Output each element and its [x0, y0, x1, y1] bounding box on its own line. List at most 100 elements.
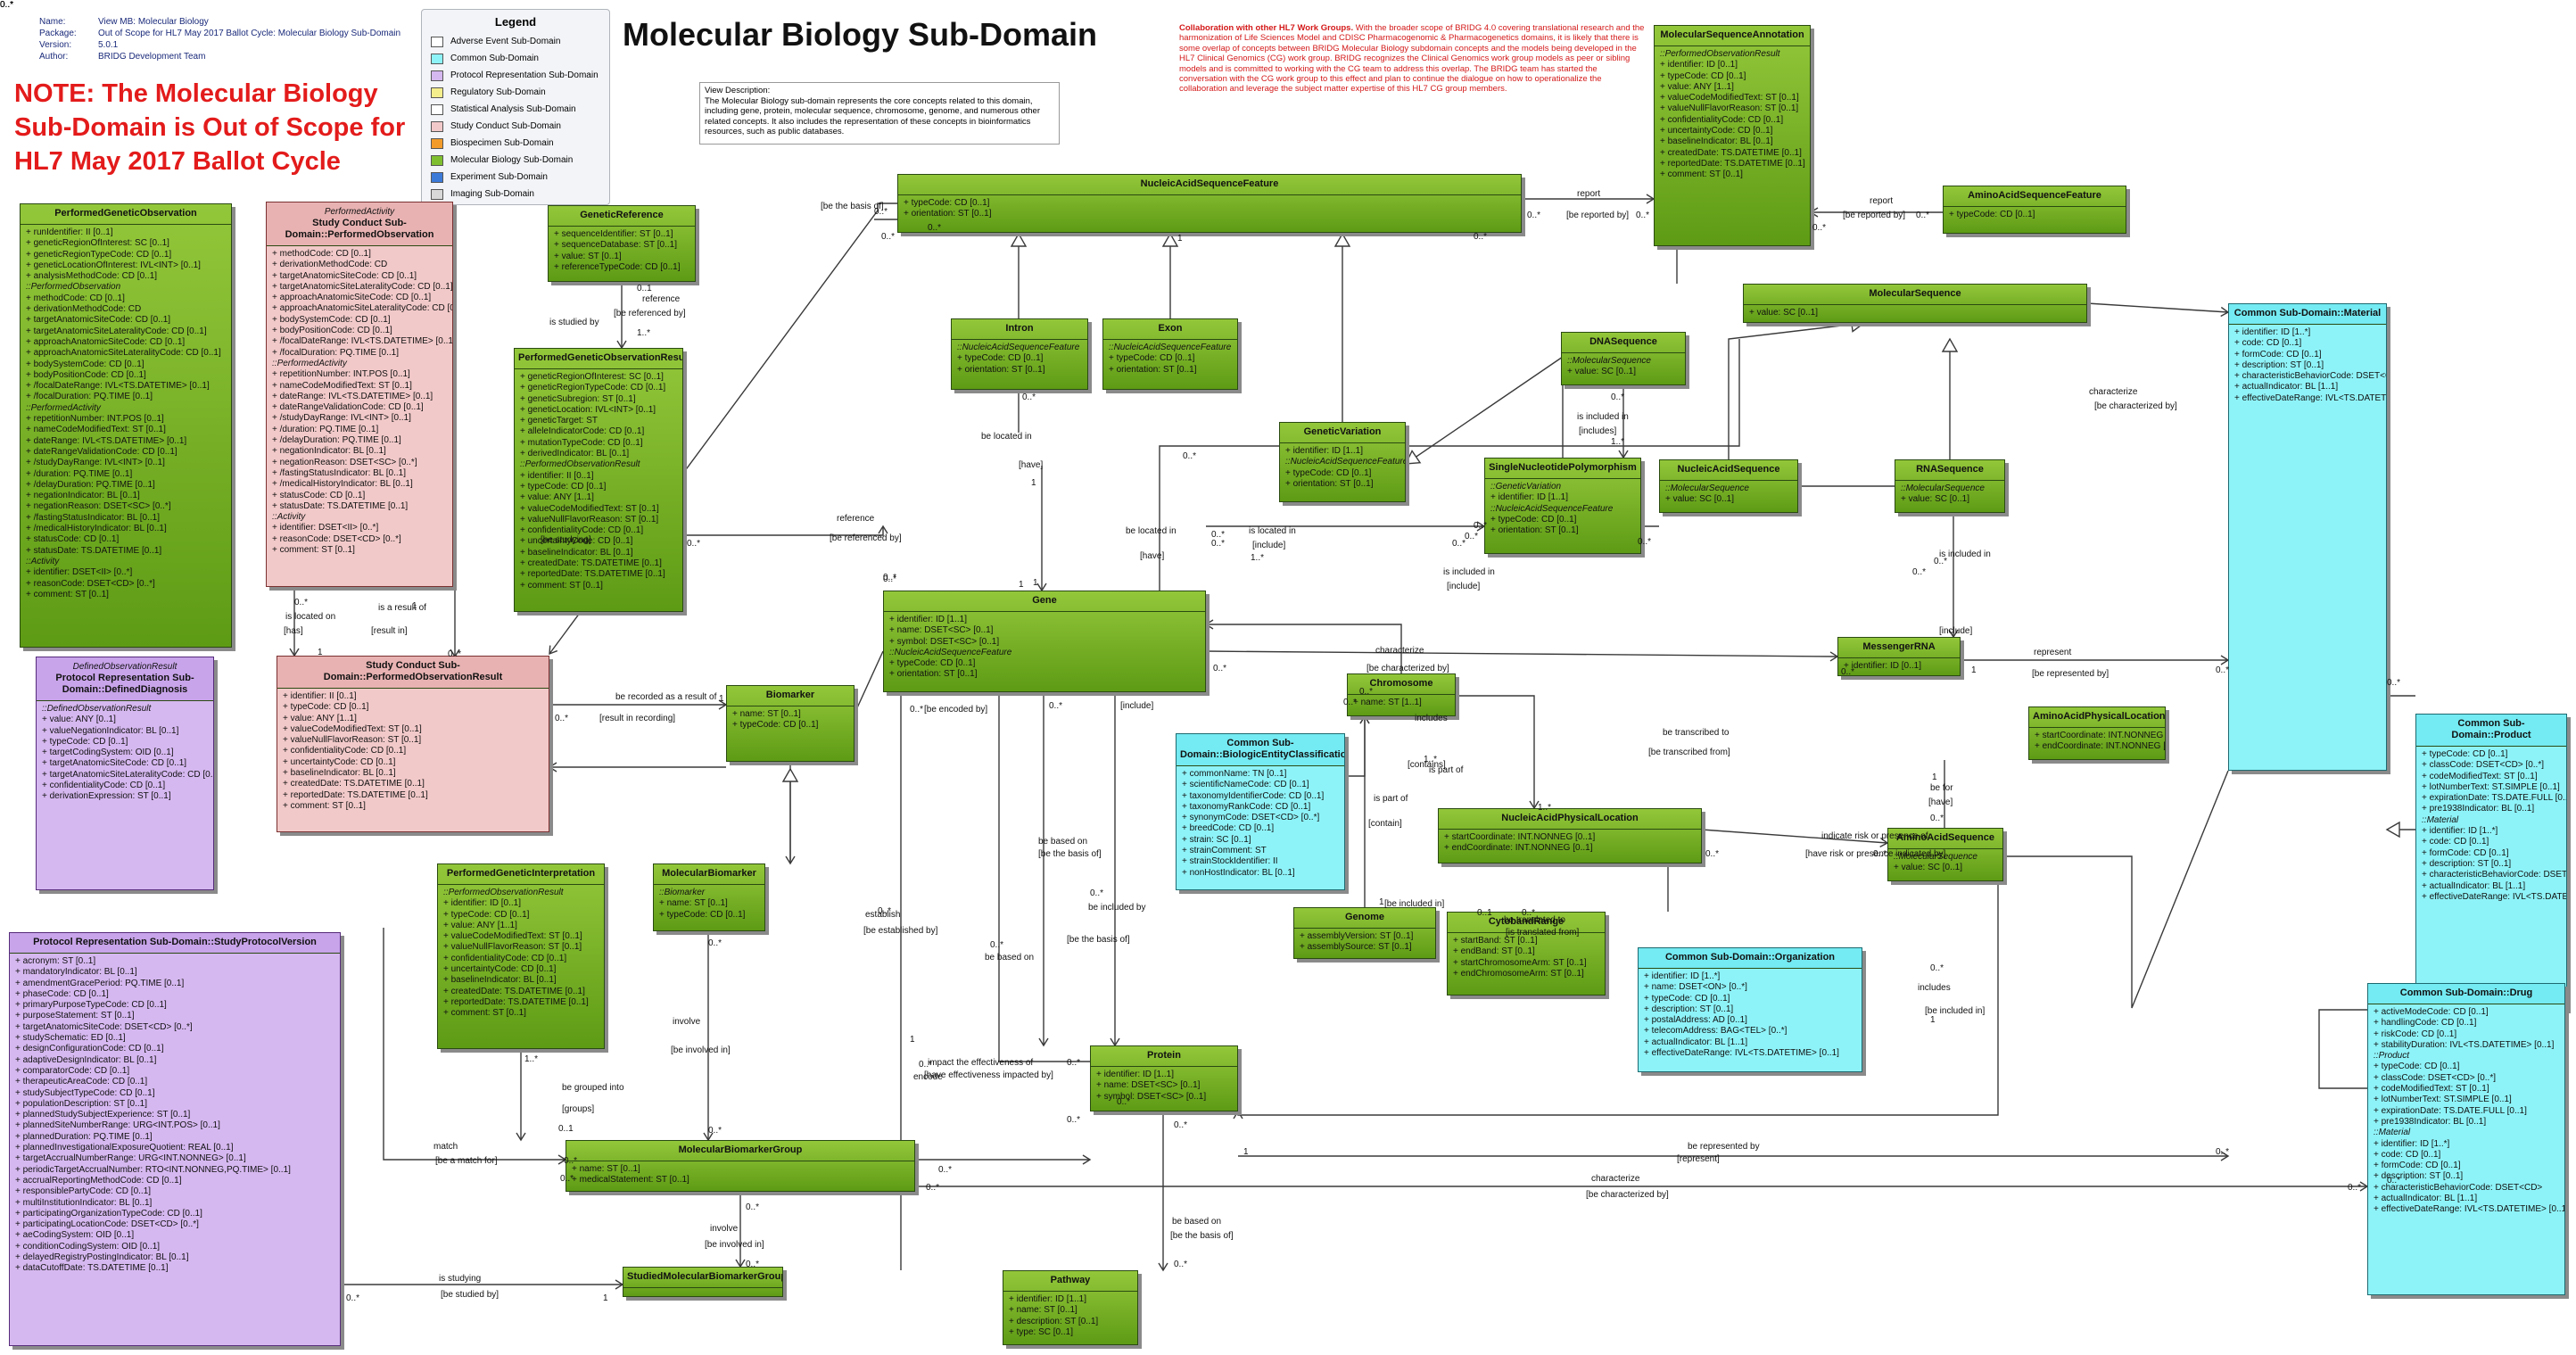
class-naseq[interactable]: NucleicAcidSequenceMolecularSequencevalu… — [1659, 459, 1798, 513]
multiplicity-label: 1..* — [1251, 553, 1265, 563]
association-role-label: match — [433, 1142, 458, 1152]
class-napl[interactable]: NucleicAcidPhysicalLocationstartCoordina… — [1438, 808, 1702, 863]
class-bec[interactable]: Common Sub-Domain::BiologicEntityClassif… — [1176, 733, 1345, 890]
attribute: /studyDayRange: IVL<INT> [0..1] — [26, 458, 227, 468]
class-name: NucleicAcidSequence — [1677, 464, 1780, 475]
multiplicity-label: 0..* — [1090, 888, 1104, 898]
multiplicity-label: 0..* — [874, 207, 888, 217]
association-role-label: includes — [1415, 714, 1448, 723]
attribute: plannedSiteNumberRange: URG<INT.POS> [0.… — [15, 1120, 336, 1131]
attribute: typeCode: CD [0..1] — [42, 737, 210, 748]
class-pgor[interactable]: PerformedGeneticObservationResultgenetic… — [514, 348, 683, 612]
class-gene[interactable]: Geneidentifier: ID [1..1]name: DSET<SC> … — [883, 591, 1206, 692]
class-gref[interactable]: GeneticReferencesequenceIdentifier: ST [… — [548, 205, 696, 282]
class-aasf[interactable]: AminoAcidSequenceFeaturetypeCode: CD [0.… — [1943, 186, 2126, 234]
association-role-label: [be reported by] — [1843, 211, 1906, 220]
attribute: startChromosomeArm: ST [0..1] — [1453, 958, 1601, 969]
multiplicity-label: 1 — [1019, 580, 1024, 590]
class-attributes: startBand: ST [0..1]endBand: ST [0..1]st… — [1448, 933, 1605, 982]
class-scpor[interactable]: Study Conduct Sub-Domain::PerformedObser… — [277, 656, 549, 832]
attribute: orientation: ST [0..1] — [1285, 479, 1401, 490]
class-aaseq[interactable]: AminoAcidSequenceMolecularSequencevalue:… — [1887, 828, 2003, 881]
association-role-label: [represent] — [1677, 1154, 1720, 1164]
class-intron[interactable]: IntronNucleicAcidSequenceFeaturetypeCode… — [951, 318, 1088, 390]
attribute: symbol: DSET<SC> [0..1] — [889, 637, 1201, 648]
attribute: comment: ST [0..1] — [26, 590, 227, 600]
multiplicity-label: 0..1 — [637, 284, 652, 293]
class-pathway[interactable]: Pathwayidentifier: ID [1..1]name: ST [0.… — [1003, 1270, 1138, 1345]
class-name: StudiedMolecularBiomarkerGroup — [627, 1271, 783, 1282]
class-gvar[interactable]: GeneticVariationidentifier: ID [1..1]Nuc… — [1279, 422, 1406, 502]
class-pgi[interactable]: PerformedGeneticInterpretationPerformedO… — [437, 863, 605, 1049]
class-cyto[interactable]: CytobandRangestartBand: ST [0..1]endBand… — [1447, 912, 1606, 996]
attribute: value: SC [0..1] — [1901, 494, 2001, 505]
class-genome[interactable]: GenomeassemblyVersion: ST [0..1]assembly… — [1293, 907, 1436, 959]
class-nasf[interactable]: NucleicAcidSequenceFeaturetypeCode: CD [… — [897, 174, 1522, 233]
class-protein[interactable]: Proteinidentifier: ID [1..1]name: DSET<S… — [1090, 1045, 1238, 1111]
class-attributes: identifier: ID [1..1]name: ST [0..1]desc… — [1003, 1292, 1137, 1341]
class-attributes: commonName: TN [0..1]scientificNameCode:… — [1177, 766, 1344, 881]
attribute: dateRangeValidationCode: CD [0..1] — [26, 447, 227, 458]
attribute: orientation: ST [0..1] — [957, 365, 1084, 376]
class-mbg[interactable]: MolecularBiomarkerGroupname: ST [0..1]me… — [566, 1140, 915, 1192]
class-rnaseq[interactable]: RNASequenceMolecularSequencevalue: SC [0… — [1895, 459, 2005, 513]
class-spv[interactable]: Protocol Representation Sub-Domain::Stud… — [9, 932, 341, 1346]
class-aapl[interactable]: AminoAcidPhysicalLocationstartCoordinate… — [2028, 706, 2166, 760]
class-material[interactable]: Common Sub-Domain::Materialidentifier: I… — [2228, 303, 2387, 771]
class-name: GeneticReference — [580, 210, 664, 220]
class-name: Study Conduct Sub-Domain::PerformedObser… — [323, 660, 503, 682]
association-role-label: be based on — [1172, 1217, 1222, 1227]
association-line — [549, 202, 897, 655]
association-role-label: [groups] — [562, 1104, 595, 1114]
class-smbg[interactable]: StudiedMolecularBiomarkerGroup — [623, 1267, 783, 1297]
attribute: name: ST [0..1] — [659, 898, 761, 909]
class-attributes: MolecularSequencevalue: SC [0..1] — [1895, 481, 2004, 508]
inherited-group: PerformedObservationResult — [1660, 49, 1806, 60]
class-name: Genome — [1344, 912, 1384, 922]
class-molbio[interactable]: MolecularBiomarkerBiomarkername: ST [0..… — [653, 863, 765, 931]
attribute: typeCode: CD [0..1] — [1949, 210, 2122, 220]
multiplicity-label: 0..1 — [1477, 908, 1492, 918]
multiplicity-label: 0..* — [928, 223, 942, 233]
inherited-group: NucleicAcidSequenceFeature — [1490, 504, 1637, 515]
class-attributes: activeModeCode: CD [0..1]handlingCode: C… — [2368, 1004, 2564, 1219]
class-biomarker[interactable]: Biomarkername: ST [0..1]typeCode: CD [0.… — [726, 685, 855, 762]
class-mseq[interactable]: MolecularSequencevalue: SC [0..1] — [1743, 284, 2087, 323]
association-role-label: [be characterized by] — [2094, 401, 2177, 411]
multiplicity-label: 0..* — [1343, 698, 1358, 707]
attribute: geneticRegionTypeCode: CD [0..1] — [26, 250, 227, 260]
attribute: derivationMethodCode: CD — [26, 304, 227, 315]
class-mseqann[interactable]: MolecularSequenceAnnotationPerformedObse… — [1654, 25, 1811, 246]
class-pgo[interactable]: PerformedGeneticObservationrunIdentifier… — [20, 203, 232, 648]
multiplicity-label: 0..* — [1474, 232, 1488, 242]
class-exon[interactable]: ExonNucleicAcidSequenceFeaturetypeCode: … — [1102, 318, 1238, 390]
attribute: approachAnatomicSiteCode: CD [0..1] — [272, 293, 449, 303]
class-mrna[interactable]: MessengerRNAidentifier: ID [0..1] — [1837, 637, 1961, 676]
multiplicity-label: 1..* — [1424, 755, 1438, 764]
class-snp[interactable]: SingleNucleotidePolymorphismGeneticVaria… — [1484, 458, 1641, 554]
attribute: valueCodeModifiedText: ST [0..1] — [1660, 93, 1806, 103]
class-org[interactable]: Common Sub-Domain::Organizationidentifie… — [1638, 947, 1862, 1072]
attribute: strain: SC [0..1] — [1182, 835, 1341, 846]
multiplicity-label: 1 — [603, 1293, 608, 1303]
association-role-label: [be the basis of] — [1038, 849, 1102, 859]
attribute: stabilityDuration: IVL<TS.DATETIME> [0..… — [2374, 1040, 2561, 1051]
legend-label: Study Conduct Sub-Domain — [450, 121, 561, 131]
legend-item: Experiment Sub-Domain — [422, 169, 609, 186]
attribute: approachAnatomicSiteLateralityCode: CD [… — [272, 303, 452, 314]
class-drug[interactable]: Common Sub-Domain::DrugactiveModeCode: C… — [2367, 983, 2565, 1295]
association-role-label: be grouped into — [562, 1083, 624, 1093]
inherited-group: MolecularSequence — [1567, 356, 1681, 367]
multiplicity-label: 1 — [1243, 1147, 1249, 1157]
legend-item: Regulatory Sub-Domain — [422, 84, 609, 101]
association-line — [1728, 322, 1865, 459]
class-product[interactable]: Common Sub-Domain::ProducttypeCode: CD [… — [2415, 714, 2567, 1010]
association-role-label: reference — [837, 514, 875, 524]
attribute: repetitionNumber: INT.POS [0..1] — [272, 369, 449, 380]
class-chrom[interactable]: Chromosomename: ST [1..1] — [1347, 673, 1456, 716]
class-dnaseq[interactable]: DNASequenceMolecularSequencevalue: SC [0… — [1561, 332, 1686, 385]
association-line — [1237, 881, 1999, 1116]
scope-note: NOTE: The Molecular Biology Sub-Domain i… — [14, 79, 406, 176]
